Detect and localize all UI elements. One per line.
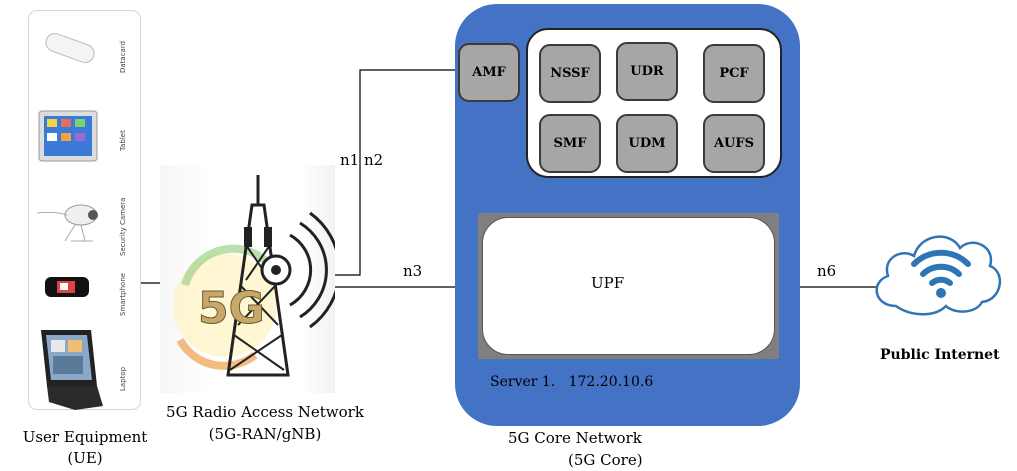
device-label-smartphone: Smartphone — [119, 272, 127, 316]
core-label-line1: 5G Core Network — [508, 429, 642, 447]
device-label-tablet: Tablet — [119, 130, 127, 151]
laptop-icon — [41, 330, 103, 410]
udm-node: UDM — [616, 114, 678, 173]
pcf-node: PCF — [703, 44, 765, 103]
aufs-node: AUFS — [703, 114, 765, 173]
device-label-datacard: Datacard — [119, 40, 127, 73]
ue-panel: Datacard Tablet Security Camera Smartpho… — [28, 10, 141, 410]
nssf-node: NSSF — [539, 44, 601, 103]
smartphone-icon — [45, 277, 89, 297]
link-label-n3: n3 — [403, 262, 423, 280]
link-label-n6: n6 — [817, 262, 837, 280]
upf-label: UPF — [591, 274, 625, 292]
amf-node: AMF — [458, 43, 520, 102]
ue-label-line2: (UE) — [67, 449, 103, 467]
ran-5g-badge: 5G — [198, 283, 266, 335]
smf-node: SMF — [539, 114, 601, 173]
device-label-camera: Security Camera — [119, 197, 127, 256]
security-camera-icon — [36, 204, 98, 242]
ue-label: User Equipment (UE) — [5, 427, 165, 469]
ran-label-line1: 5G Radio Access Network — [166, 403, 364, 421]
ran-image: 5G — [160, 165, 341, 393]
server-label: Server 1. 172.20.10.6 — [490, 374, 654, 390]
ue-label-line1: User Equipment — [22, 428, 148, 446]
ran-label-line2: (5G-RAN/gNB) — [208, 425, 322, 443]
tablet-icon — [38, 110, 98, 162]
ran-label: 5G Radio Access Network (5G-RAN/gNB) — [160, 401, 370, 445]
device-label-laptop: Laptop — [119, 366, 127, 391]
wifi-cloud-icon — [875, 235, 1002, 316]
upf-node: UPF — [482, 217, 775, 355]
core-label: 5G Core Network (5G Core) — [490, 427, 730, 471]
core-label-line2: (5G Core) — [568, 451, 643, 469]
link-label-n1n2: n1 n2 — [340, 151, 384, 169]
udr-node: UDR — [616, 42, 678, 101]
datacard-icon — [45, 33, 95, 63]
cell-tower-icon — [173, 175, 341, 377]
internet-label: Public Internet — [880, 347, 1000, 363]
